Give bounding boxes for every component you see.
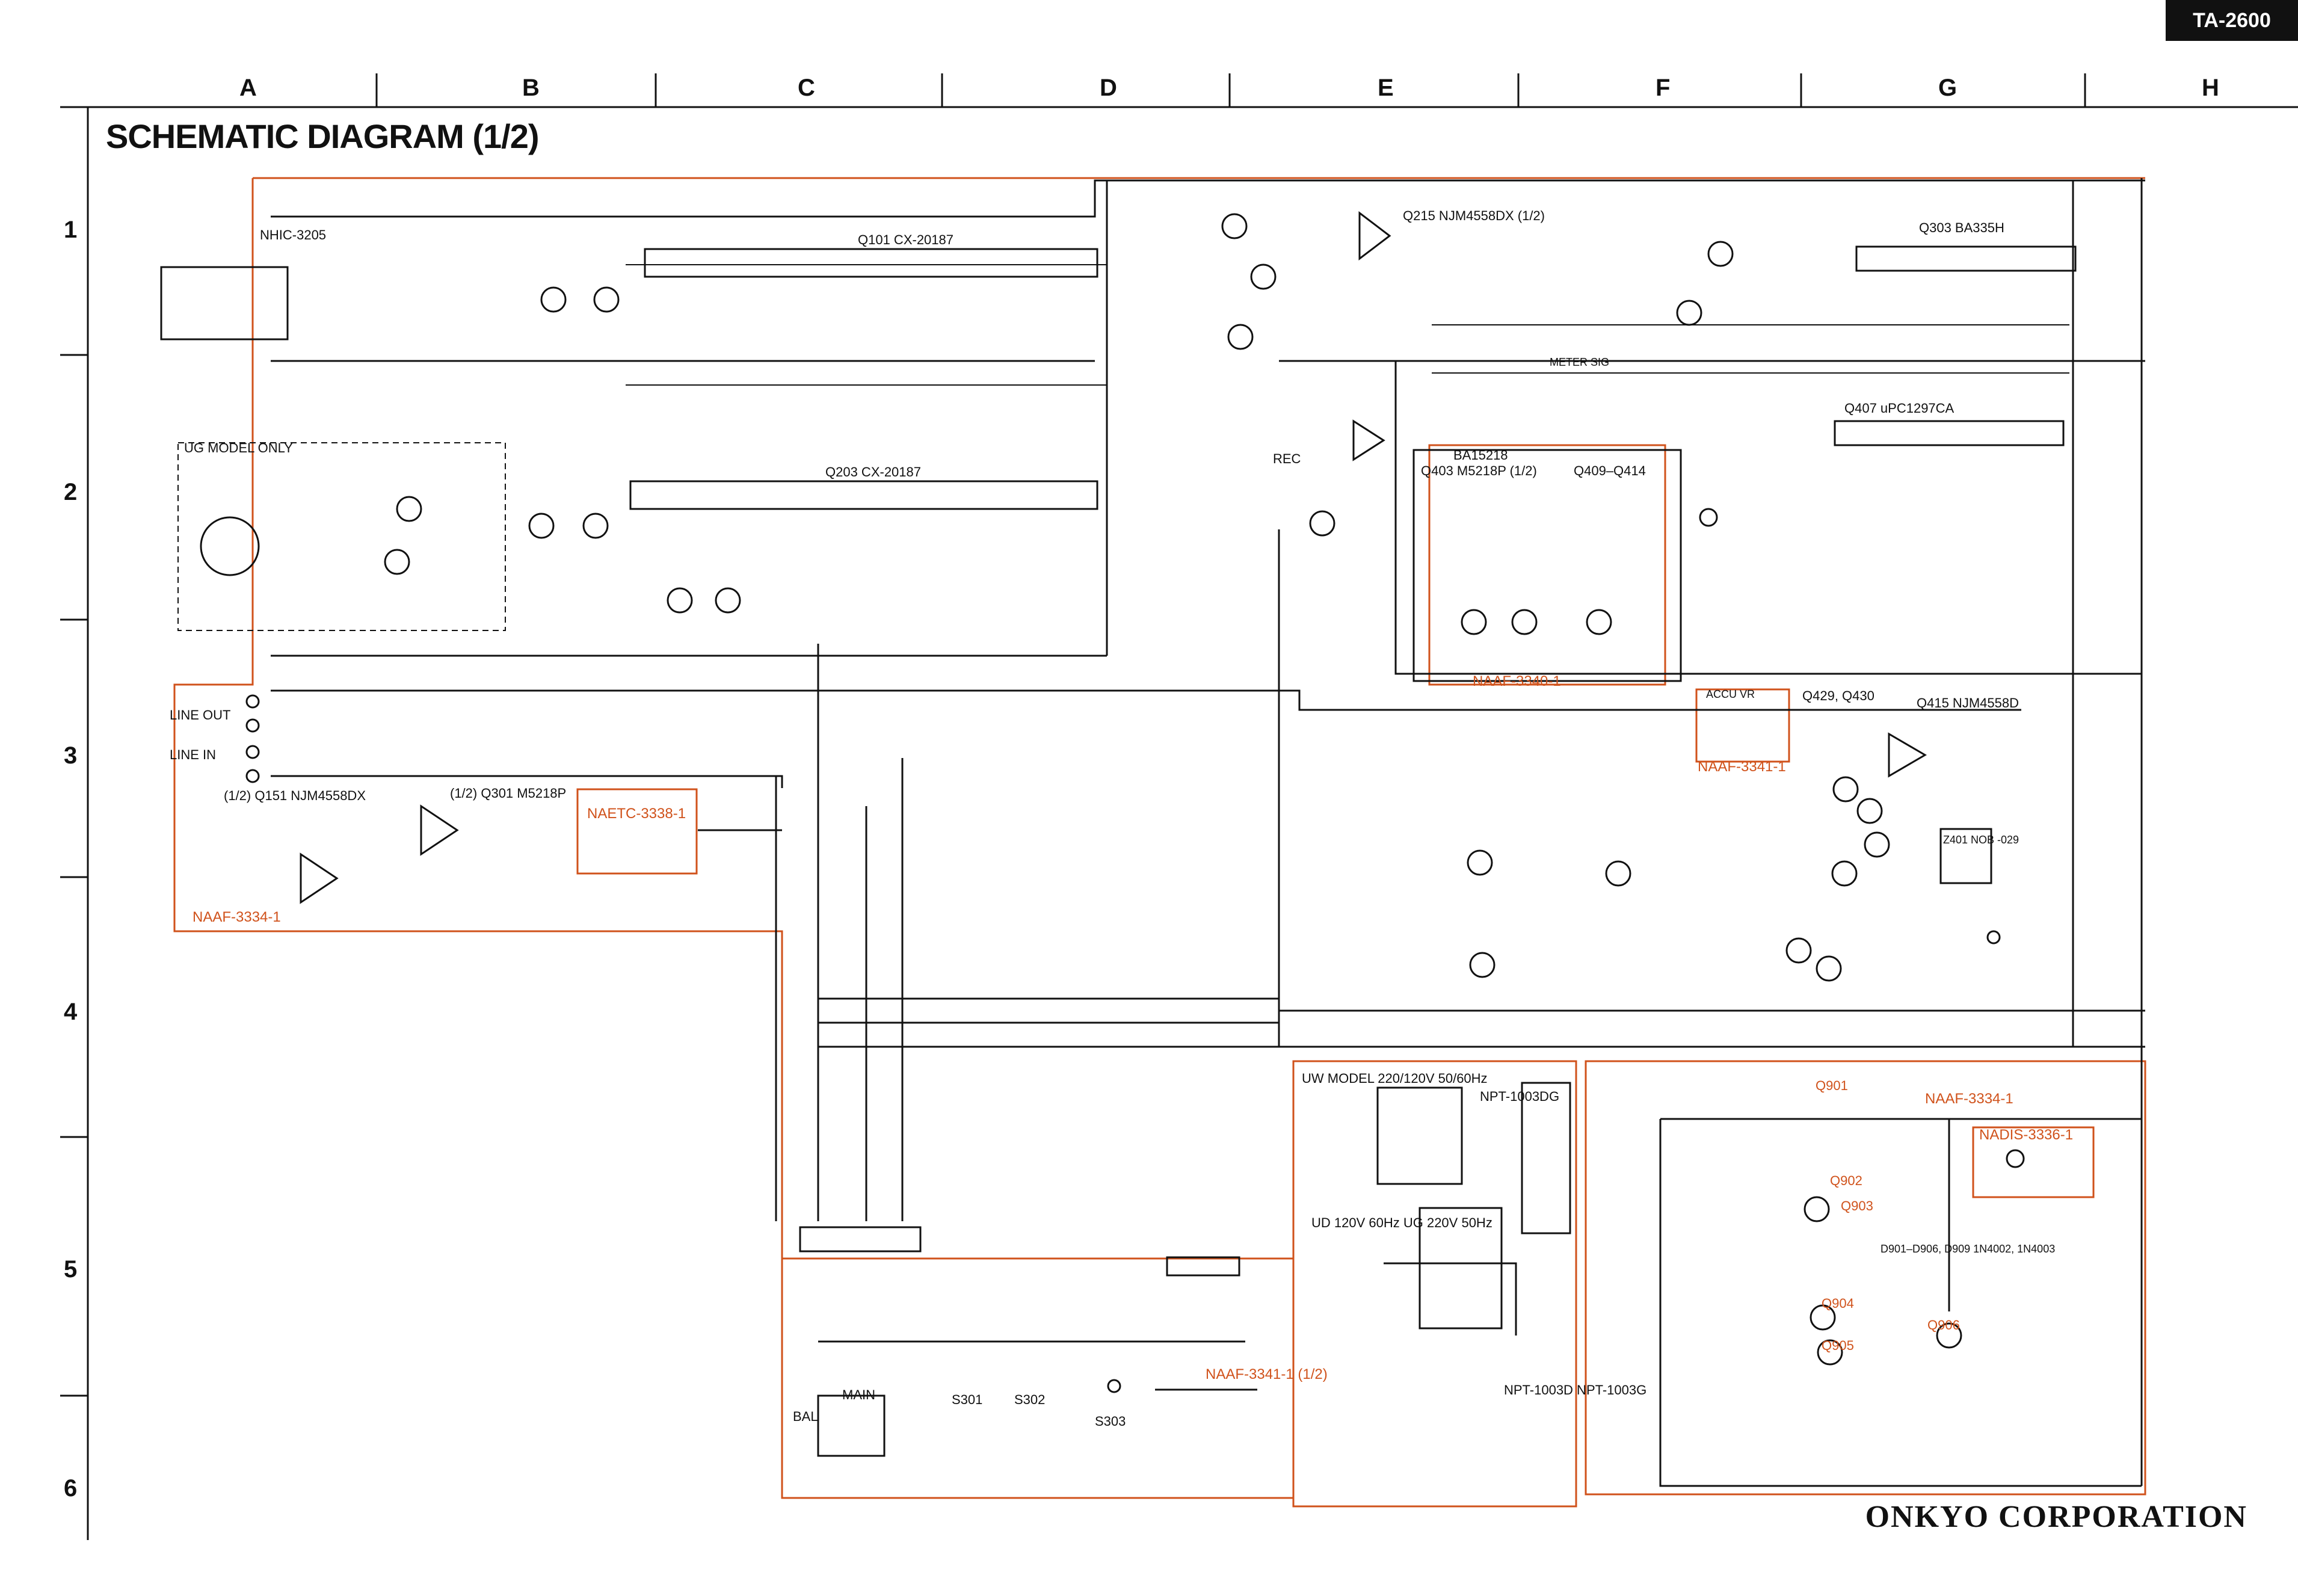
row-label-6: 6 [64, 1475, 78, 1502]
ic-q415-label: Q415 NJM4558D [1917, 695, 2019, 710]
model-badge: TA-2600 [2166, 0, 2298, 41]
ud-model-label: UD 120V 60Hz UG 220V 50Hz [1311, 1215, 1492, 1230]
line-out-label: LINE OUT [170, 707, 230, 723]
row-label-5: 5 [64, 1256, 78, 1283]
connector-p707 [1166, 1256, 1240, 1277]
board-naaf-3341-half: NAAF-3341-1 (1/2) [1206, 1366, 1328, 1382]
column-label-e: E [1378, 75, 1394, 101]
switch-s302-label: S302 [1014, 1392, 1045, 1407]
switch-s902 [1419, 1207, 1503, 1329]
connector-p301 [799, 1226, 922, 1252]
d901-label: D901–D906, D909 1N4002, 1N4003 [1881, 1243, 2055, 1255]
ic-q203 [629, 480, 1098, 510]
column-label-d: D [1100, 75, 1117, 101]
column-label-a: A [239, 75, 257, 101]
uw-model-label: UW MODEL 220/120V 50/60Hz [1302, 1071, 1488, 1086]
column-label-g: G [1938, 75, 1958, 101]
main-switch [817, 1394, 886, 1457]
board-outlines [173, 177, 2146, 1508]
transformer-a-label: NPT-1003DG [1480, 1089, 1559, 1104]
q902-label: Q902 [1830, 1173, 1862, 1188]
opamp-q301 [420, 804, 459, 856]
ic-blocks [160, 211, 2077, 1457]
column-label-f: F [1656, 75, 1671, 101]
column-label-c: C [798, 75, 815, 101]
board-naetc-3338: NAETC-3338-1 [587, 806, 686, 822]
wiring [271, 178, 2145, 1487]
bal-label: BAL [793, 1409, 818, 1424]
ic-q101 [644, 248, 1098, 278]
transformer [1521, 1082, 1571, 1234]
row-label-3: 3 [64, 742, 78, 769]
board-naaf-3340: NAAF-3340-1 [1473, 673, 1561, 689]
brand-footer: ONKYO CORPORATION [1865, 1500, 2247, 1534]
accu-vr-label: ACCU VR [1706, 688, 1755, 700]
ic-q101-label: Q101 CX-20187 [858, 232, 953, 247]
row-label-4: 4 [64, 999, 78, 1025]
ic-q407 [1834, 420, 2065, 446]
switch-s901 [1376, 1086, 1463, 1185]
board-naaf-3334-psu: NAAF-3334-1 [1925, 1091, 2013, 1107]
row-label-1: 1 [64, 217, 78, 243]
ic-q203-label: Q203 CX-20187 [825, 464, 921, 479]
transistors [384, 213, 1962, 1366]
ic-q407-label: Q407 uPC1297CA [1844, 401, 1955, 416]
head-ic-label: NHIC-3205 [260, 227, 326, 242]
ug-model-box [177, 442, 506, 631]
rec-label: REC [1273, 451, 1301, 466]
q901-label: Q901 [1816, 1078, 1848, 1093]
line-in-label: LINE IN [170, 747, 216, 762]
ic-q303 [1855, 245, 2077, 272]
board-naaf-3334: NAAF-3334-1 [193, 909, 281, 925]
q906-label: Q906 [1927, 1317, 1960, 1333]
opamp-q151 [300, 852, 339, 904]
meter-sig-label: METER SIG [1550, 356, 1609, 368]
frame-grid [60, 73, 2298, 1540]
page-title: SCHEMATIC DIAGRAM (1/2) [106, 117, 540, 155]
connectors [200, 508, 2025, 1393]
board-naaf-3341: NAAF-3341-1 [1698, 759, 1786, 775]
q409-q414-block [1412, 449, 1682, 682]
column-label-h: H [2202, 75, 2219, 101]
q904-label: Q904 [1822, 1296, 1854, 1311]
switch-s301-label: S301 [952, 1392, 982, 1407]
ba15218-label: BA15218 [1453, 448, 1508, 463]
main-label: MAIN [842, 1387, 875, 1402]
ic-q301-label: (1/2) Q301 M5218P [450, 786, 566, 801]
transformer-b-label: NPT-1003D NPT-1003G [1504, 1382, 1646, 1397]
q429-q430-label: Q429, Q430 [1802, 688, 1874, 703]
opamp-q215 [1358, 211, 1391, 261]
switch-s303-label: S303 [1095, 1414, 1126, 1429]
ic-q403-label: Q403 M5218P (1/2) [1421, 463, 1537, 478]
opamp-q415 [1888, 732, 1927, 778]
q409-q414-label: Q409–Q414 [1574, 463, 1646, 478]
board-nadis-3336: NADIS-3336-1 [1979, 1127, 2073, 1143]
ic-q303-label: Q303 BA335H [1919, 220, 2004, 235]
column-label-b: B [522, 75, 540, 101]
ic-head [160, 266, 289, 340]
ic-q215-label: Q215 NJM4558DX (1/2) [1403, 208, 1545, 223]
z401-block [1939, 828, 1992, 884]
din-connector-p105 [200, 516, 260, 576]
ic-q151-label: (1/2) Q151 NJM4558DX [224, 788, 366, 803]
row-label-2: 2 [64, 479, 78, 505]
q905-label: Q905 [1822, 1338, 1854, 1353]
z401-label: Z401 NOB -029 [1943, 834, 2019, 846]
q903-label: Q903 [1841, 1198, 1873, 1213]
opamp-q403 [1352, 419, 1385, 461]
ug-model-label: UG MODEL ONLY [184, 440, 293, 455]
